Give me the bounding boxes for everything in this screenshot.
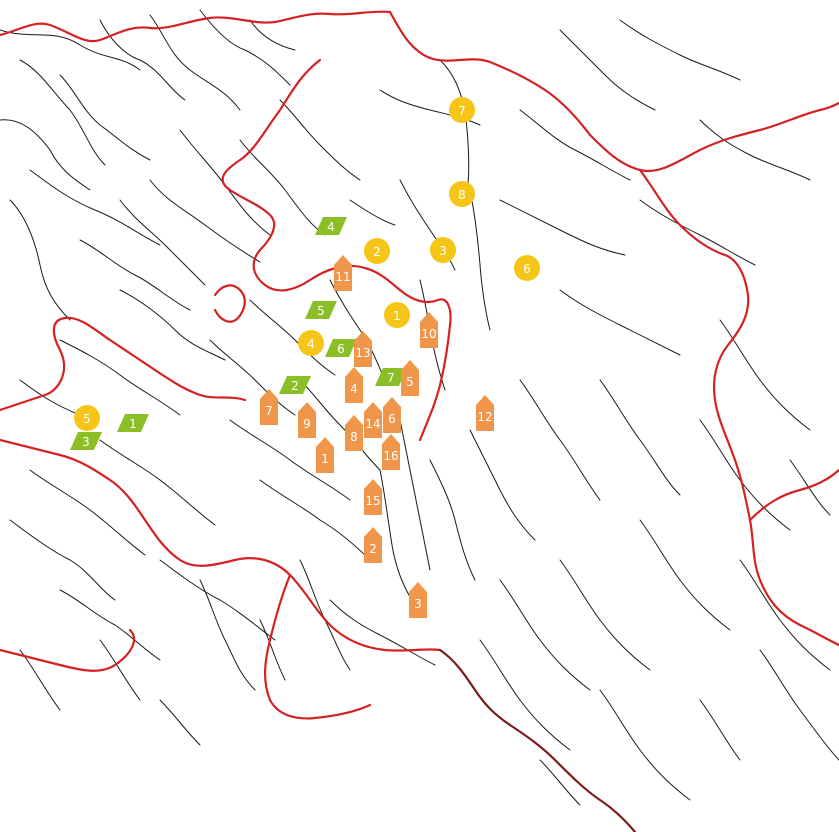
flag-marker-2[interactable]: 2 xyxy=(279,376,311,394)
river-network xyxy=(0,9,839,806)
house-marker-icon xyxy=(476,395,494,431)
flag-marker-icon xyxy=(375,368,407,386)
marker-label: 14 xyxy=(365,417,380,431)
marker-label: 1 xyxy=(321,452,329,466)
house-marker-icon xyxy=(364,479,382,515)
house-marker-icon xyxy=(409,582,427,618)
flag-marker-3[interactable]: 3 xyxy=(70,432,102,450)
marker-label: 5 xyxy=(406,375,414,389)
house-marker-icon xyxy=(401,360,419,396)
house-marker-icon xyxy=(260,389,278,425)
marker-label: 3 xyxy=(439,244,447,258)
circle-marker-7[interactable]: 7 xyxy=(449,97,475,123)
house-marker-icon xyxy=(420,312,438,348)
circle-marker-icon xyxy=(449,97,475,123)
house-marker-13[interactable]: 13 xyxy=(354,331,372,367)
marker-label: 6 xyxy=(337,342,345,356)
house-marker-8[interactable]: 8 xyxy=(345,415,363,451)
house-marker-15[interactable]: 15 xyxy=(364,479,382,515)
flag-marker-5[interactable]: 5 xyxy=(305,301,337,319)
circle-marker-2[interactable]: 2 xyxy=(364,238,390,264)
circle-marker-8[interactable]: 8 xyxy=(449,181,475,207)
circle-marker-icon xyxy=(514,255,540,281)
marker-label: 2 xyxy=(373,245,381,259)
house-marker-icon xyxy=(364,527,382,563)
house-marker-icon xyxy=(382,434,400,470)
house-marker-16[interactable]: 16 xyxy=(382,434,400,470)
house-marker-5[interactable]: 5 xyxy=(401,360,419,396)
house-marker-10[interactable]: 10 xyxy=(420,312,438,348)
flag-marker-4[interactable]: 4 xyxy=(315,217,347,235)
house-marker-icon xyxy=(345,415,363,451)
house-marker-12[interactable]: 12 xyxy=(476,395,494,431)
house-marker-7[interactable]: 7 xyxy=(260,389,278,425)
border-lines xyxy=(0,10,839,832)
marker-label: 8 xyxy=(458,188,466,202)
flag-marker-icon xyxy=(117,414,149,432)
circle-marker-5[interactable]: 5 xyxy=(74,405,100,431)
marker-label: 11 xyxy=(335,270,350,284)
flag-marker-icon xyxy=(315,217,347,235)
house-marker-icon xyxy=(316,437,334,473)
marker-label: 7 xyxy=(387,371,395,385)
circle-marker-icon xyxy=(449,181,475,207)
flag-marker-7[interactable]: 7 xyxy=(375,368,407,386)
house-marker-icon xyxy=(334,255,352,291)
circle-marker-4[interactable]: 4 xyxy=(298,330,324,356)
house-marker-4[interactable]: 4 xyxy=(345,367,363,403)
marker-label: 3 xyxy=(414,597,422,611)
marker-label: 9 xyxy=(303,417,311,431)
marker-label: 7 xyxy=(458,104,466,118)
house-marker-icon xyxy=(364,402,382,438)
flag-marker-icon xyxy=(325,339,357,357)
marker-label: 10 xyxy=(421,327,436,341)
house-marker-2[interactable]: 2 xyxy=(364,527,382,563)
marker-label: 3 xyxy=(82,435,90,449)
marker-label: 1 xyxy=(393,309,401,323)
house-marker-icon xyxy=(383,397,401,433)
marker-label: 5 xyxy=(83,412,91,426)
circle-marker-icon xyxy=(364,238,390,264)
circle-marker-1[interactable]: 1 xyxy=(384,302,410,328)
flag-marker-icon xyxy=(70,432,102,450)
marker-label: 4 xyxy=(307,337,315,351)
circle-marker-icon xyxy=(298,330,324,356)
marker-label: 6 xyxy=(523,262,531,276)
house-marker-icon xyxy=(345,367,363,403)
marker-label: 13 xyxy=(355,346,370,360)
house-marker-14[interactable]: 14 xyxy=(364,402,382,438)
house-marker-11[interactable]: 11 xyxy=(334,255,352,291)
house-marker-9[interactable]: 9 xyxy=(298,402,316,438)
flag-marker-icon xyxy=(279,376,311,394)
marker-label: 4 xyxy=(327,220,335,234)
circle-marker-icon xyxy=(430,237,456,263)
circle-marker-3[interactable]: 3 xyxy=(430,237,456,263)
house-marker-icon xyxy=(354,331,372,367)
marker-label: 8 xyxy=(350,430,358,444)
marker-label: 12 xyxy=(477,410,492,424)
marker-label: 2 xyxy=(369,542,377,556)
marker-label: 1 xyxy=(129,417,137,431)
marker-label: 6 xyxy=(388,412,396,426)
marker-label: 15 xyxy=(365,494,380,508)
house-marker-1[interactable]: 1 xyxy=(316,437,334,473)
house-marker-6[interactable]: 6 xyxy=(383,397,401,433)
house-marker-icon xyxy=(298,402,316,438)
circle-marker-icon xyxy=(384,302,410,328)
house-marker-3[interactable]: 3 xyxy=(409,582,427,618)
flag-marker-6[interactable]: 6 xyxy=(325,339,357,357)
circle-marker-6[interactable]: 6 xyxy=(514,255,540,281)
marker-label: 7 xyxy=(265,404,273,418)
marker-label: 2 xyxy=(291,379,299,393)
marker-label: 16 xyxy=(383,449,398,463)
marker-label: 4 xyxy=(350,382,358,396)
flag-marker-icon xyxy=(305,301,337,319)
circle-marker-icon xyxy=(74,405,100,431)
marker-label: 5 xyxy=(317,304,325,318)
flag-marker-1[interactable]: 1 xyxy=(117,414,149,432)
